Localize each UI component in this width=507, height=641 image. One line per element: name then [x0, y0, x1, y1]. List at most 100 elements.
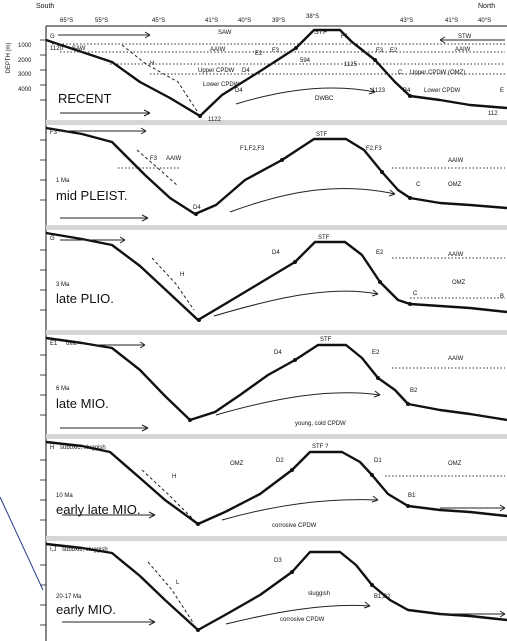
panel-label: D3: [274, 558, 282, 564]
depth-ticks: 1000 2000 3000 4000: [18, 43, 32, 93]
panel-label: suboxic, sluggish: [62, 547, 108, 553]
arrowhead: [499, 610, 506, 618]
drill-site: [280, 158, 284, 162]
arrowhead: [388, 189, 396, 197]
panel-label: OMZ: [452, 280, 466, 286]
south-label: South: [36, 3, 54, 10]
depth-tick: 4000: [18, 87, 32, 93]
panel-period: mid PLEIST.: [56, 188, 128, 203]
panel-label: AAIW: [448, 252, 464, 258]
drill-site: [373, 58, 377, 62]
panel-label: H: [50, 445, 54, 451]
panel-label: C: [416, 182, 421, 188]
panel-label: D4: [274, 350, 282, 356]
depth-axis-title: DEPTH (m): [6, 43, 12, 74]
panel-label: F3: [376, 48, 384, 54]
drill-site: [194, 212, 198, 216]
panel-late-miocene: E1 oxic D4 STF E2 AAIW B2 young, cold CP…: [45, 336, 507, 432]
arrowhead: [439, 36, 446, 44]
panel-period: early late MIO.: [56, 502, 141, 517]
drill-site: [380, 170, 384, 174]
panel-label: 112: [488, 111, 498, 117]
panel-separator: [46, 120, 507, 125]
lat-tick: 40°S: [238, 18, 251, 24]
panel-label: E1: [50, 341, 58, 347]
panel-label: 1123: [372, 88, 386, 94]
panel-label: STF: [314, 29, 327, 36]
panel-label: L: [176, 580, 180, 586]
figure-header: South North 65°S 55°S 45°S 41°S 40°S 39°…: [6, 3, 507, 93]
panel-age: 6 Ma: [56, 386, 70, 392]
panel-age: 10 Ma: [56, 493, 73, 499]
dwbc-flow: [235, 87, 376, 105]
slope-path: [121, 44, 198, 112]
panel-label: STF: [318, 235, 330, 241]
panel-label: D4: [272, 250, 280, 256]
bottom-flow: [213, 290, 379, 317]
arrowhead: [368, 87, 376, 95]
lat-tick: 38°S: [306, 14, 319, 20]
lat-tick: 65°S: [60, 18, 73, 24]
panel-label: suboxic, sluggish: [60, 445, 106, 451]
arrowhead: [144, 31, 151, 39]
lat-tick: 43°S: [400, 18, 413, 24]
bottom-flow: [225, 604, 371, 625]
drill-site: [378, 280, 382, 284]
panel-label: C: [398, 70, 403, 76]
panel-separators: [46, 120, 507, 541]
panel-label: OMZ: [448, 182, 462, 188]
panel-label: F1: [341, 34, 349, 40]
panel-label: AAIW: [210, 47, 226, 53]
panel-mid-pleistocene: F3 F3 AAIW F1,F2,F3 STF F2,F3 AAIW D4 C …: [45, 126, 507, 222]
lat-tick: 41°S: [205, 18, 218, 24]
panel-label: E2: [372, 350, 380, 356]
drill-site: [197, 318, 201, 322]
north-label: North: [478, 3, 495, 10]
lat-tick: 55°S: [95, 18, 108, 24]
drill-site: [188, 418, 192, 422]
panel-age: 20-17 Ma: [56, 594, 82, 600]
panel-separator: [46, 434, 507, 439]
panel-label: AAIW: [448, 356, 464, 362]
panel-separator: [46, 225, 507, 230]
drill-site: [293, 358, 297, 362]
drill-site: [376, 376, 380, 380]
latitude-ticks: 65°S 55°S 45°S 41°S 40°S 39°S 38°S 43°S …: [60, 14, 491, 24]
drill-site: [290, 468, 294, 472]
arrowhead: [141, 424, 149, 432]
slope-path: [141, 469, 195, 521]
seafloor-profile: [45, 231, 507, 322]
drill-site: [293, 260, 297, 264]
panel-label: E2: [376, 250, 384, 256]
panel-label: H: [172, 474, 176, 480]
panel-label: G: [50, 236, 55, 242]
panel-label: Lower CPDW: [424, 88, 461, 94]
panel-period: early MIO.: [56, 602, 116, 617]
slope-path: [147, 561, 195, 625]
drill-site: [408, 196, 412, 200]
drill-site: [370, 473, 374, 477]
panel-label: B1: [408, 493, 416, 499]
arrowhead: [119, 236, 126, 244]
panel-label: oxic: [66, 341, 77, 347]
panel-label: D4: [193, 205, 201, 211]
drill-site: [406, 504, 410, 508]
depth-axis-ticks: [40, 39, 46, 626]
bottom-flow: [229, 187, 396, 213]
arrowhead: [499, 504, 506, 512]
panel-label: STW: [458, 34, 472, 40]
arrowhead: [148, 511, 156, 519]
panel-label: B4: [403, 88, 411, 94]
seafloor-profile: [45, 126, 507, 216]
seafloor-profile: [45, 440, 507, 526]
panel-label: 594: [300, 58, 311, 64]
panel-label: H: [150, 61, 154, 67]
drill-site: [408, 302, 412, 306]
panel-label: SAW: [72, 46, 86, 52]
panel-label: AAIW: [455, 47, 471, 53]
seafloor-profile: [45, 542, 507, 632]
panel-label: OMZ: [448, 461, 462, 467]
drill-site: [406, 402, 410, 406]
panel-label: sluggish: [308, 591, 330, 597]
panel-label: E: [500, 88, 504, 94]
